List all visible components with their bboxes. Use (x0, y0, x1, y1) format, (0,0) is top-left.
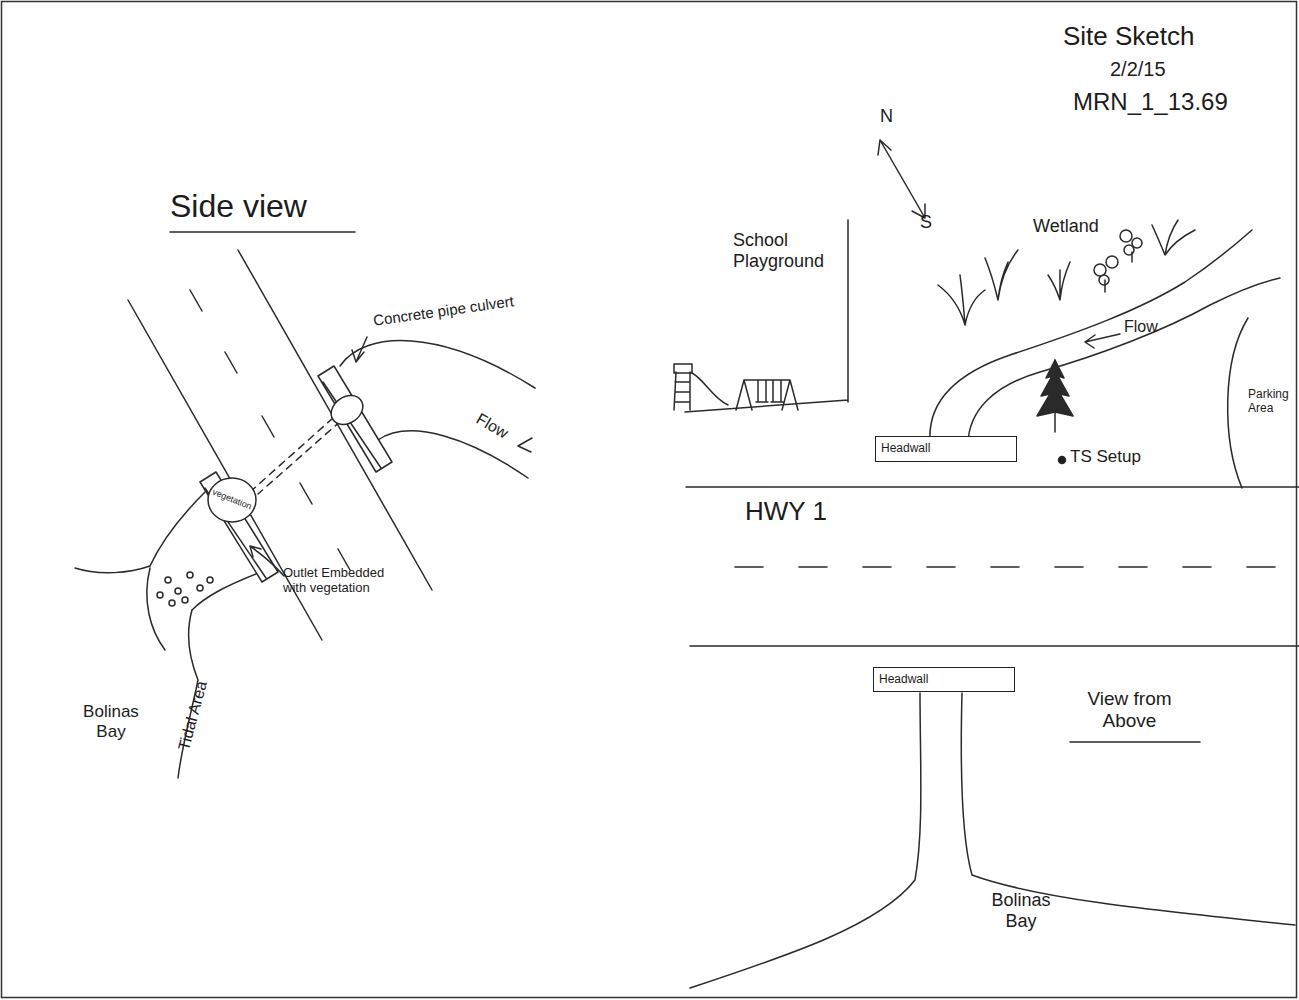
wetland-plant (1152, 220, 1195, 255)
plant-stem (1105, 252, 1132, 292)
headwall-box: Headwall (875, 436, 1017, 462)
rocks (157, 572, 213, 606)
channel-bank (150, 492, 205, 566)
road-label: HWY 1 (745, 497, 827, 527)
outlet-channel-bank (690, 693, 921, 988)
plan-view-drawing (674, 140, 1299, 988)
inlet-headwall (318, 366, 392, 472)
headwall-face (323, 382, 381, 468)
heading-underline (170, 231, 355, 233)
rock (157, 592, 163, 598)
water-body-label: Bolinas Bay (988, 890, 1054, 931)
highway-edge (690, 645, 1299, 647)
rock (197, 585, 203, 591)
bay-shoreline (75, 566, 150, 573)
area-label: School Playground (733, 230, 833, 271)
flow-label: Flow (473, 410, 511, 443)
channel-bank (192, 574, 256, 610)
road-edge (238, 250, 432, 590)
outlet-headwall (200, 472, 278, 582)
north-arrow (878, 140, 925, 218)
node-text: Headwall (881, 442, 930, 455)
site-id-label: MRN_1_13.69 (1073, 88, 1228, 116)
wetland-plant (1120, 230, 1132, 242)
wetland-plant (1124, 245, 1134, 255)
rock (187, 572, 193, 578)
leader-arrow (250, 546, 284, 576)
wetland-plant (1106, 256, 1118, 268)
stream-bank (930, 230, 1252, 440)
playground-boundary (685, 220, 848, 412)
pipe-opening (326, 390, 369, 431)
node-text: Headwall (879, 673, 928, 686)
wetland-plant (985, 250, 1018, 300)
leader-arrow (352, 337, 367, 362)
water-body-label: Bolinas Bay (80, 702, 142, 741)
highway-edge (686, 486, 1299, 488)
compass-label: N (880, 106, 893, 127)
side-view-drawing (75, 232, 535, 778)
area-label: Tidal Area (175, 679, 211, 753)
callout-label: Outlet Embedded with vegetation (283, 566, 391, 596)
lane-dashes (190, 290, 350, 570)
slide-platform (674, 364, 692, 373)
bay-shoreline (147, 568, 165, 650)
highway-centerline (735, 566, 1295, 568)
flow-arrow (1085, 334, 1120, 348)
sheet-title: Site Sketch (1063, 22, 1195, 52)
total-station-point (1059, 457, 1066, 464)
area-label: Parking Area (1248, 388, 1298, 416)
stream-bank (968, 278, 1280, 445)
rock (175, 588, 181, 594)
wetland-plant (1048, 262, 1070, 300)
rock (182, 597, 188, 603)
view-heading: View from Above (1062, 688, 1197, 732)
rock (207, 577, 213, 583)
stream-bank (378, 431, 528, 478)
survey-point-label: TS Setup (1070, 447, 1141, 467)
flow-label: Flow (1124, 318, 1158, 336)
stream-bank (340, 341, 535, 388)
compass-label: S (920, 212, 932, 233)
headwall-box: Headwall (873, 667, 1015, 692)
outlet-vegetation-circle: vegetation (207, 477, 257, 523)
heading-underline (1070, 741, 1200, 743)
rock (165, 577, 171, 583)
date-label: 2/2/15 (1110, 58, 1166, 81)
circle-outline (208, 478, 256, 522)
swing-symbol (736, 380, 798, 410)
flow-arrow (518, 438, 532, 452)
view-heading: Side view (170, 188, 307, 225)
wetland-plant (1094, 264, 1106, 276)
rock (169, 600, 175, 606)
slide-symbol (674, 372, 728, 410)
parking-boundary (1228, 318, 1248, 488)
pine-tree (1037, 360, 1073, 416)
area-label: Wetland (1033, 216, 1099, 237)
wetland-plant (1099, 275, 1109, 285)
callout-label: Concrete pipe culvert (372, 292, 515, 329)
wetland-plant (938, 275, 985, 325)
